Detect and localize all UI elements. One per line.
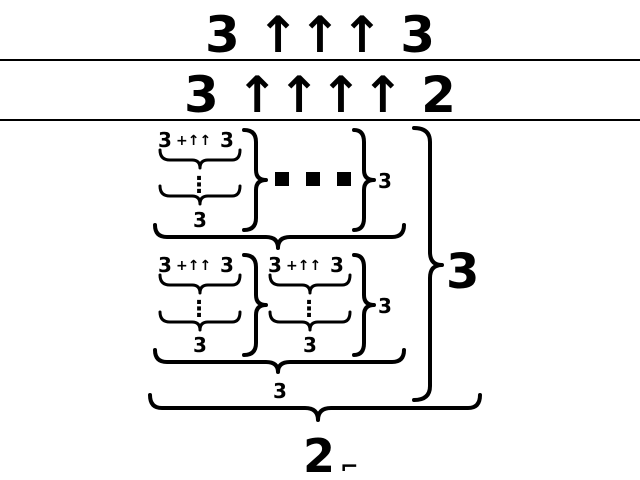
outer-right-count: 3 <box>446 244 479 300</box>
small-unit-brace-mid <box>158 310 242 332</box>
row1-ellipsis <box>275 172 351 186</box>
small-unit-brace-top <box>158 148 242 170</box>
small-unit-vdots: ⋮ <box>188 297 210 322</box>
ellipsis-square-2 <box>306 172 320 186</box>
small-unit-base-left: 3 <box>158 128 172 152</box>
row1-small-unit: 3 +↑↑ 3 ⋮ 3 <box>158 128 242 232</box>
row1-underbrace <box>153 223 406 250</box>
pair-count: 3 <box>273 379 287 403</box>
header-line1: 3 ↑↑↑ 3 <box>205 6 435 64</box>
ellipsis-square-1 <box>275 172 289 186</box>
ellipsis-square-3 <box>337 172 351 186</box>
row2-small-unit-b: 3 +↑↑ 3 ⋮ 3 <box>268 253 352 357</box>
small-unit-vdots: ⋮ <box>298 297 320 322</box>
row1-group-brace <box>352 128 376 232</box>
small-unit-brace-top <box>268 273 352 295</box>
small-unit-base-right: 3 <box>220 128 234 152</box>
row2-inner-brace-a <box>242 253 268 357</box>
header-line2: 3 ↑↑↑↑ 2 <box>184 66 456 124</box>
small-unit-count: 3 <box>303 333 317 357</box>
row2-underbrace <box>153 348 406 374</box>
row1-group-count: 3 <box>378 169 392 193</box>
small-unit-arrows: +↑↑ <box>176 133 211 149</box>
small-unit-vdots: ⋮ <box>188 173 210 198</box>
small-unit-count: 3 <box>193 333 207 357</box>
row2-group-brace <box>352 253 376 357</box>
row1-inner-brace <box>242 128 268 232</box>
outer-bottom-suffix: ⌐ <box>340 455 358 480</box>
outer-bottom-count: 2 <box>303 429 335 480</box>
row2-group-count: 3 <box>378 294 392 318</box>
small-unit-base-left: 3 <box>268 253 282 277</box>
small-unit-brace-mid <box>158 184 242 206</box>
outer-bottom-brace <box>148 393 482 422</box>
small-unit-arrows: +↑↑ <box>286 258 321 274</box>
small-unit-count: 3 <box>193 208 207 232</box>
small-unit-brace-top <box>158 273 242 295</box>
outer-right-brace <box>412 126 444 402</box>
small-unit-brace-mid <box>268 310 352 332</box>
small-unit-base-right: 3 <box>330 253 344 277</box>
small-unit-base-left: 3 <box>158 253 172 277</box>
row2-small-unit-a: 3 +↑↑ 3 ⋮ 3 <box>158 253 242 357</box>
small-unit-arrows: +↑↑ <box>176 258 211 274</box>
small-unit-base-right: 3 <box>220 253 234 277</box>
